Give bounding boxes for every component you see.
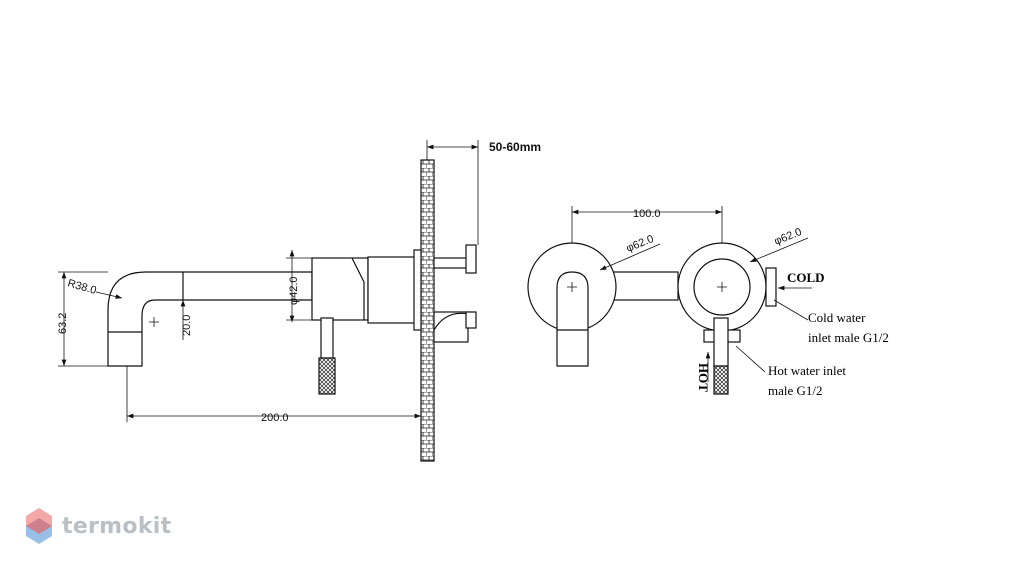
hot-note-line2: male G1/2 — [768, 383, 823, 398]
dim-radius: R38.0 — [66, 277, 98, 297]
wall-hatch — [420, 159, 435, 462]
label-hot: HOT — [696, 363, 711, 392]
dim-diameter: φ42.0 — [288, 276, 300, 305]
side-view-dimensions — [58, 140, 479, 422]
spout-body — [107, 271, 313, 367]
dim-offset: 20.0 — [181, 315, 193, 336]
label-cold: COLD — [787, 270, 825, 285]
dim-length: 200.0 — [261, 412, 289, 424]
dim-left-diameter: φ62.0 — [625, 233, 656, 255]
cold-note-line2: inlet male G1/2 — [808, 330, 889, 345]
hexagon-logo-icon — [26, 508, 52, 544]
dim-spacing: 100.0 — [633, 208, 661, 220]
lever-stem — [320, 317, 334, 359]
lever-stem-front — [713, 317, 729, 367]
front-view-dimensions — [571, 206, 812, 382]
lever-knurl — [318, 357, 336, 395]
brand-name: termokit — [62, 513, 172, 539]
spout-front — [556, 271, 589, 367]
cold-note-line1: Cold water — [808, 310, 866, 325]
dim-wall-thickness: 50-60mm — [489, 140, 541, 154]
brand-logo: termokit — [24, 507, 171, 545]
valve-body — [311, 257, 369, 321]
dim-right-diameter: φ62.0 — [773, 226, 804, 248]
front-view — [527, 242, 777, 395]
connecting-bar — [607, 271, 679, 301]
dim-height: 63.2 — [57, 313, 69, 334]
hot-note-line1: Hot water inlet — [768, 363, 846, 378]
lever-knurl-front — [713, 365, 729, 395]
side-view — [107, 159, 477, 462]
